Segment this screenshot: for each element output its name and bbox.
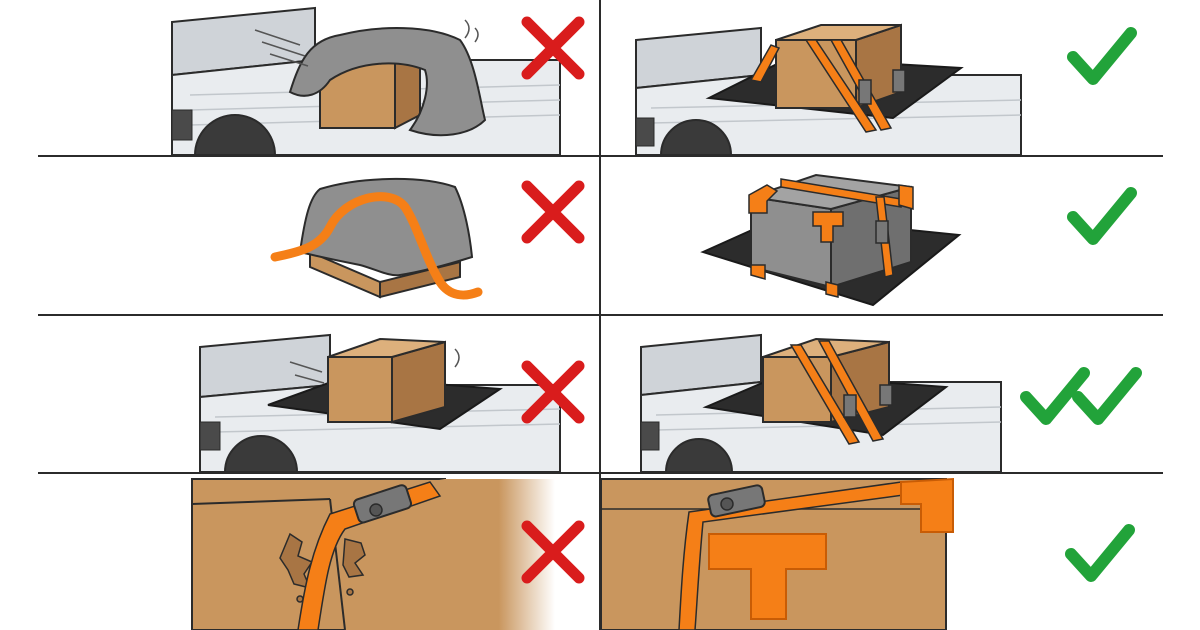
row4-wrong-panel bbox=[0, 474, 598, 630]
ratchet-straps bbox=[789, 340, 893, 445]
row1-wrong-panel bbox=[0, 0, 598, 155]
cross-icon bbox=[521, 520, 585, 584]
check-icon bbox=[1072, 367, 1142, 425]
cardboard-box bbox=[327, 337, 446, 424]
check-icon bbox=[1065, 524, 1135, 582]
loose-tarp bbox=[288, 27, 487, 137]
ratchet-straps bbox=[749, 39, 906, 133]
loose-strap bbox=[270, 192, 483, 300]
cross-icon bbox=[521, 180, 585, 244]
cross-icon bbox=[521, 360, 585, 424]
row-divider bbox=[38, 155, 1163, 157]
ratchet-buckle bbox=[707, 484, 766, 518]
check-icon bbox=[1067, 187, 1137, 245]
row-divider bbox=[38, 472, 1163, 474]
row-divider bbox=[38, 314, 1163, 316]
row3-wrong-panel bbox=[0, 317, 598, 472]
cardboard-box bbox=[775, 23, 902, 110]
corner-protectors bbox=[708, 477, 954, 620]
torn-cardboard-damage bbox=[279, 532, 366, 616]
check-icon bbox=[1067, 27, 1137, 85]
motion-lines bbox=[254, 19, 479, 67]
row2-right-panel bbox=[601, 157, 1200, 315]
ratchet-straps bbox=[780, 178, 902, 278]
motion-lines bbox=[289, 348, 460, 384]
row1-right-panel bbox=[601, 0, 1200, 155]
row4-right-panel bbox=[601, 474, 1200, 630]
ratchet-buckle bbox=[352, 484, 413, 524]
cardboard-box bbox=[309, 250, 461, 299]
corner-protectors bbox=[748, 184, 914, 298]
cross-icon bbox=[521, 16, 585, 80]
row2-wrong-panel bbox=[0, 157, 598, 315]
row3-right-panel bbox=[601, 317, 1200, 472]
check-icon bbox=[1020, 367, 1090, 425]
